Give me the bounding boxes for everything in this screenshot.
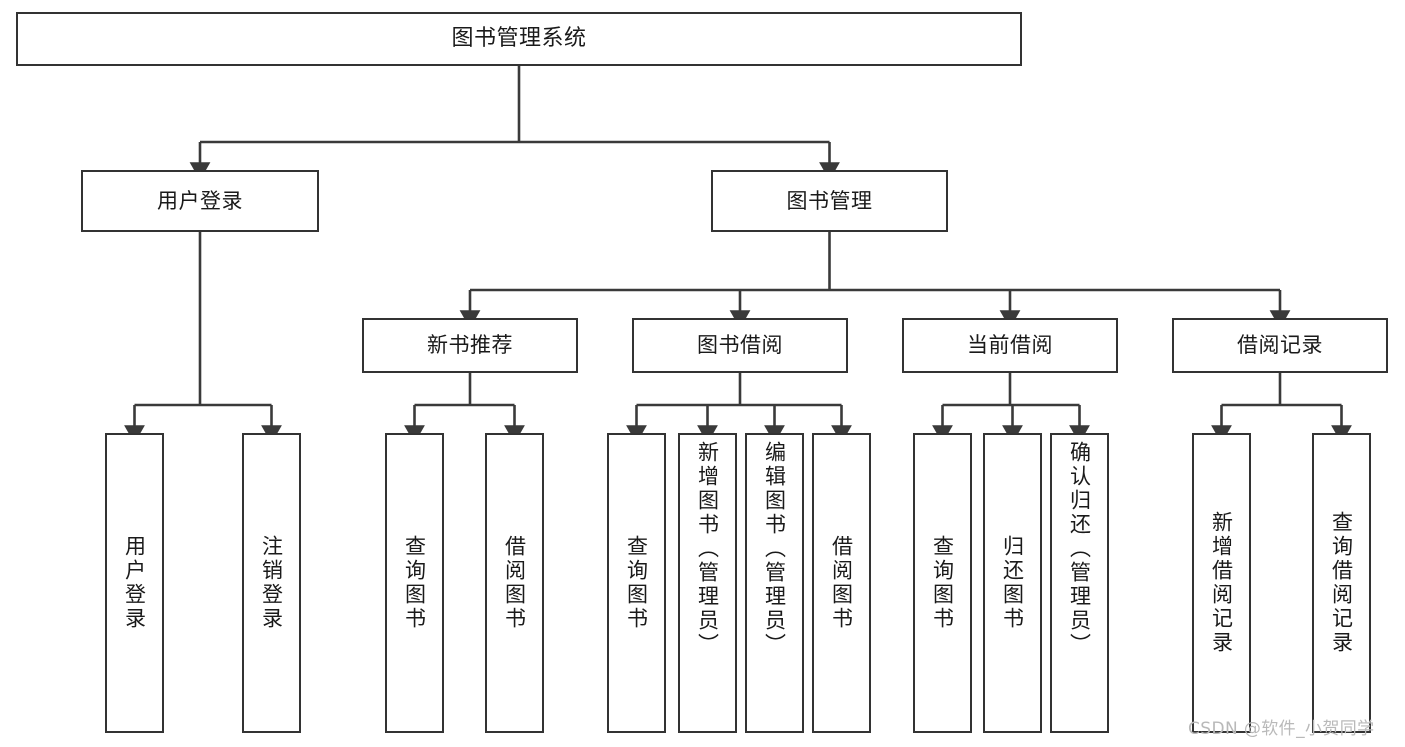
node-leaf-query-borrow-record[interactable]: 查询借阅记录 [1312,433,1371,733]
node-leaf-query-book-3-label: 查询图书 [930,535,955,631]
node-leaf-logout-login-label: 注销登录 [259,535,284,631]
node-new-book-recommend-label: 新书推荐 [427,333,513,358]
node-leaf-query-book-1-label: 查询图书 [402,535,427,631]
node-root[interactable]: 图书管理系统 [16,12,1022,66]
node-book-borrow[interactable]: 图书借阅 [632,318,848,373]
node-leaf-borrow-book-1-label: 借阅图书 [502,535,527,631]
node-leaf-return-book[interactable]: 归还图书 [983,433,1042,733]
node-leaf-add-book-admin[interactable]: 新增图书（管理员） [678,433,737,733]
node-leaf-return-book-label: 归还图书 [1000,535,1025,631]
node-leaf-user-login[interactable]: 用户登录 [105,433,164,733]
node-user-login[interactable]: 用户登录 [81,170,319,232]
node-root-label: 图书管理系统 [451,26,587,52]
node-leaf-add-borrow-record-label: 新增借阅记录 [1209,511,1234,655]
node-leaf-query-book-3[interactable]: 查询图书 [913,433,972,733]
node-leaf-borrow-book-1[interactable]: 借阅图书 [485,433,544,733]
node-leaf-confirm-return-admin-label: 确认归还（管理员） [1067,441,1092,657]
node-new-book-recommend[interactable]: 新书推荐 [362,318,578,373]
node-user-login-label: 用户登录 [157,188,243,213]
node-leaf-add-book-admin-label: 新增图书（管理员） [695,441,720,657]
node-book-borrow-label: 图书借阅 [697,333,783,358]
node-leaf-edit-book-admin-label: 编辑图书（管理员） [762,441,787,657]
csdn-watermark: CSDN @软件_小贺同学 [1188,719,1375,739]
node-leaf-logout-login[interactable]: 注销登录 [242,433,301,733]
node-current-borrow-label: 当前借阅 [967,333,1053,358]
node-leaf-query-book-1[interactable]: 查询图书 [385,433,444,733]
node-book-management[interactable]: 图书管理 [711,170,948,232]
node-leaf-edit-book-admin[interactable]: 编辑图书（管理员） [745,433,804,733]
node-leaf-query-book-2[interactable]: 查询图书 [607,433,666,733]
node-leaf-add-borrow-record[interactable]: 新增借阅记录 [1192,433,1251,733]
node-leaf-query-book-2-label: 查询图书 [624,535,649,631]
node-current-borrow[interactable]: 当前借阅 [902,318,1118,373]
node-leaf-borrow-book-2-label: 借阅图书 [829,535,854,631]
node-borrow-record-label: 借阅记录 [1237,333,1323,358]
node-leaf-borrow-book-2[interactable]: 借阅图书 [812,433,871,733]
node-leaf-user-login-label: 用户登录 [122,535,147,631]
node-leaf-confirm-return-admin[interactable]: 确认归还（管理员） [1050,433,1109,733]
node-borrow-record[interactable]: 借阅记录 [1172,318,1388,373]
node-leaf-query-borrow-record-label: 查询借阅记录 [1329,511,1354,655]
node-book-management-label: 图书管理 [786,188,873,213]
